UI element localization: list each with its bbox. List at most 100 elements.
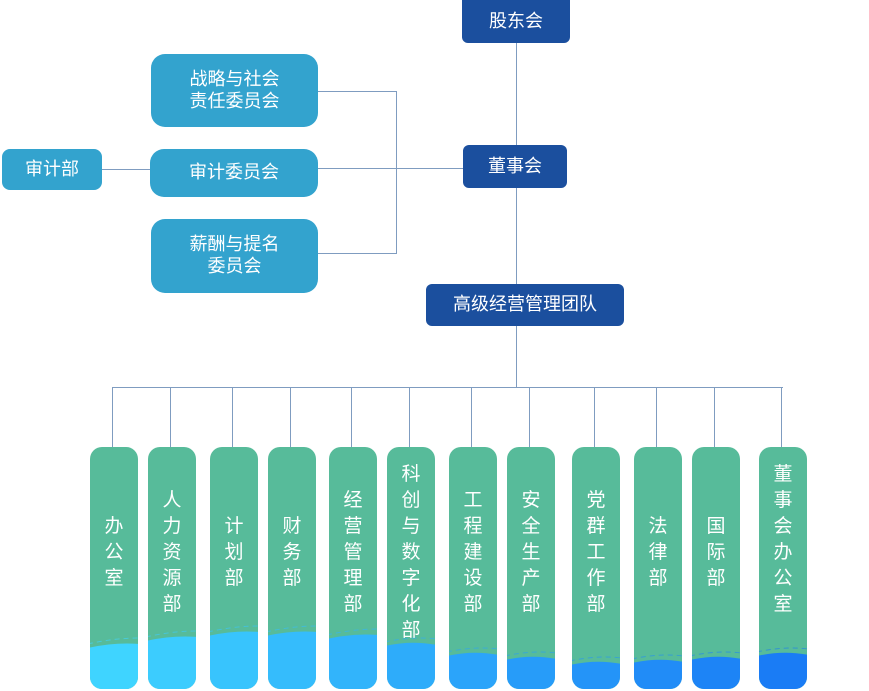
department-label-char: 事 <box>773 489 793 511</box>
department-label-char: 管 <box>343 541 363 563</box>
department-card[interactable]: 人力资源部 <box>148 447 196 689</box>
department-label-char: 全 <box>521 515 541 537</box>
connector-audit-dept <box>101 169 151 170</box>
department-label-char: 字 <box>401 567 421 589</box>
department-card[interactable]: 党群工作部 <box>572 447 620 689</box>
connector-department-drop <box>714 387 715 448</box>
connector-department-bus <box>112 387 783 388</box>
department-label-char: 部 <box>162 593 182 615</box>
committee-audit[interactable]: 审计委员会 <box>150 149 318 197</box>
department-label-char: 部 <box>648 567 668 589</box>
node-shareholders-label: 股东会 <box>489 10 543 32</box>
department-label-char: 人 <box>162 489 182 511</box>
connector-management-bus <box>516 325 517 387</box>
department-card[interactable]: 经营管理部 <box>329 447 377 689</box>
committee-remuneration-nomination[interactable]: 薪酬与提名 委员会 <box>151 219 318 293</box>
department-label-char: 数 <box>401 541 421 563</box>
department-card[interactable]: 法律部 <box>634 447 682 689</box>
department-label: 科创与数字化部 <box>387 461 435 643</box>
committee-strategy-csr[interactable]: 战略与社会 责任委员会 <box>151 54 318 127</box>
department-wave-fill <box>329 627 377 689</box>
department-label-char: 作 <box>586 567 606 589</box>
department-wave-fill <box>268 624 316 689</box>
department-label-char: 国 <box>706 515 726 537</box>
department-label-char: 化 <box>401 593 421 615</box>
department-label-char: 营 <box>343 515 363 537</box>
department-label-char: 资 <box>162 541 182 563</box>
department-card[interactable]: 科创与数字化部 <box>387 447 435 689</box>
department-label: 董事会办公室 <box>759 461 807 617</box>
department-wave-fill <box>759 644 807 689</box>
department-label-char: 律 <box>648 541 668 563</box>
connector-department-drop <box>781 387 782 448</box>
department-card[interactable]: 计划部 <box>210 447 258 689</box>
department-label-char: 理 <box>343 567 363 589</box>
department-label: 经营管理部 <box>329 487 377 617</box>
department-label-char: 部 <box>706 567 726 589</box>
department-label-char: 董 <box>773 463 793 485</box>
department-label-char: 部 <box>224 567 244 589</box>
department-label-char: 办 <box>773 541 793 563</box>
committee-label-line1: 薪酬与提名 <box>189 234 280 256</box>
department-label-char: 务 <box>282 541 302 563</box>
department-wave-fill <box>572 653 620 689</box>
department-wave-fill <box>449 644 497 689</box>
department-label-char: 会 <box>773 515 793 537</box>
department-label-char: 群 <box>586 515 606 537</box>
department-card[interactable]: 董事会办公室 <box>759 447 807 689</box>
committee-label-line2: 责任委员会 <box>189 90 280 112</box>
committee-label-line1: 审计委员会 <box>189 162 279 184</box>
department-label-char: 党 <box>586 489 606 511</box>
department-card[interactable]: 国际部 <box>692 447 740 689</box>
department-label-char: 力 <box>162 515 182 537</box>
connector-committee-bracket <box>396 91 397 253</box>
audit-department-label: 审计部 <box>25 158 79 180</box>
connector-department-drop <box>232 387 233 448</box>
department-wave-fill <box>692 648 740 689</box>
department-label-char: 程 <box>463 515 483 537</box>
connector-committee-3 <box>318 253 397 254</box>
department-label: 党群工作部 <box>572 487 620 617</box>
department-label-char: 办 <box>104 515 124 537</box>
node-senior-management[interactable]: 高级经营管理团队 <box>426 284 624 326</box>
department-label-char: 部 <box>343 593 363 615</box>
connector-department-drop <box>471 387 472 448</box>
department-label-char: 创 <box>401 489 421 511</box>
connector-department-drop <box>594 387 595 448</box>
department-label-char: 财 <box>282 515 302 537</box>
department-label: 办公室 <box>90 513 138 591</box>
department-wave-fill <box>387 634 435 689</box>
department-label: 工程建设部 <box>449 487 497 617</box>
connector-committee-1 <box>318 91 397 92</box>
department-card[interactable]: 工程建设部 <box>449 447 497 689</box>
department-label: 财务部 <box>268 513 316 591</box>
department-label-char: 室 <box>104 567 124 589</box>
department-card[interactable]: 办公室 <box>90 447 138 689</box>
department-label-char: 部 <box>586 593 606 615</box>
node-board-of-directors[interactable]: 董事会 <box>463 145 567 188</box>
connector-shareholders-board <box>516 42 517 146</box>
department-label-char: 生 <box>521 541 541 563</box>
committee-label-line2: 委员会 <box>207 256 262 277</box>
department-label-char: 际 <box>706 541 726 563</box>
node-shareholders-meeting[interactable]: 股东会 <box>462 0 570 43</box>
department-wave-fill <box>210 624 258 689</box>
department-wave-fill <box>148 629 196 689</box>
department-card[interactable]: 财务部 <box>268 447 316 689</box>
node-audit-department[interactable]: 审计部 <box>2 149 102 190</box>
department-card[interactable]: 安全生产部 <box>507 447 555 689</box>
committee-label-line1: 战略与社会 <box>189 68 280 90</box>
department-wave-fill <box>90 636 138 689</box>
department-label-char: 与 <box>401 515 421 537</box>
department-label-char: 室 <box>773 593 793 615</box>
connector-committee-2 <box>318 168 464 169</box>
department-label-char: 划 <box>224 541 244 563</box>
department-label-char: 部 <box>521 593 541 615</box>
department-label-char: 法 <box>648 515 668 537</box>
connector-department-drop <box>529 387 530 448</box>
department-label-char: 建 <box>463 541 483 563</box>
department-label-char: 设 <box>463 567 483 589</box>
connector-board-management <box>516 187 517 285</box>
department-label-char: 部 <box>463 593 483 615</box>
node-management-label: 高级经营管理团队 <box>453 294 597 316</box>
